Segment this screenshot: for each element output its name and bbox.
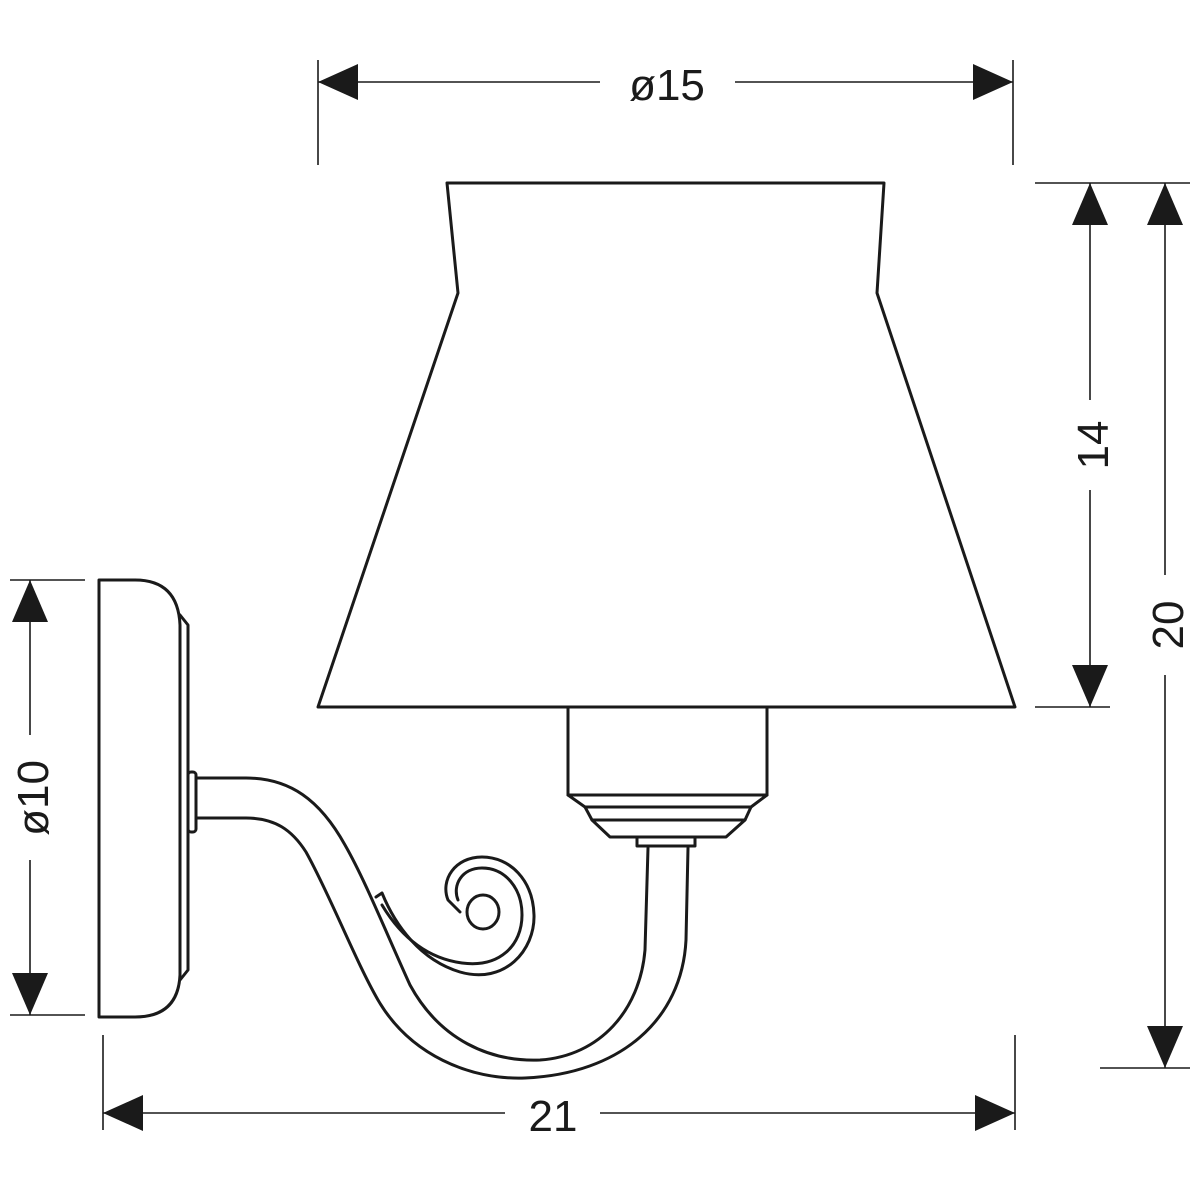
dimension-total-height: 20	[1100, 182, 1193, 1069]
total-height-label: 20	[1144, 601, 1193, 650]
dimension-total-depth: 21	[102, 1035, 1016, 1141]
backplate-diameter-label: ø10	[9, 760, 58, 836]
lamp-socket	[566, 705, 769, 848]
curved-arm	[194, 776, 690, 1080]
wall-backplate	[97, 578, 198, 1019]
dimension-backplate-diameter: ø10	[9, 579, 85, 1016]
lamp-shade	[316, 181, 1017, 709]
shade-height-label: 14	[1069, 421, 1118, 470]
shade-diameter-label: ø15	[629, 61, 705, 110]
total-depth-label: 21	[529, 1092, 578, 1141]
dimension-shade-diameter: ø15	[317, 60, 1014, 165]
dimension-shade-height: 14	[1035, 182, 1118, 708]
